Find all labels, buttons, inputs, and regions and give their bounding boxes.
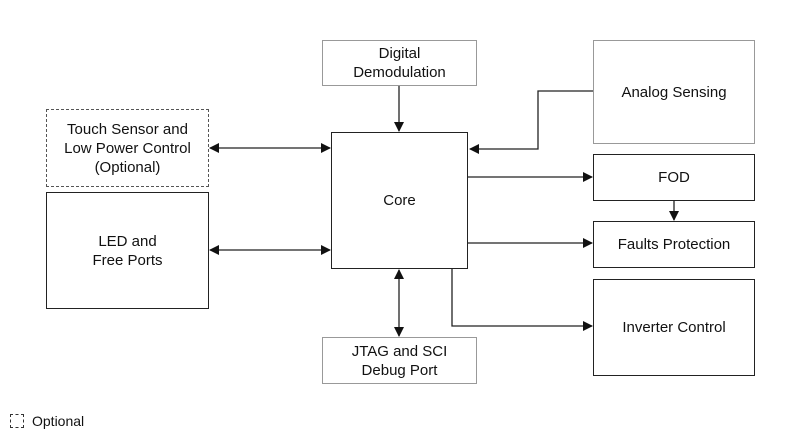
wire-analog-core [469,90,593,154]
jtag-debug-block: JTAG and SCI Debug Port [322,337,477,384]
legend: Optional [10,413,84,429]
fod-block: FOD [593,154,755,201]
legend-optional-label: Optional [32,413,85,429]
digital-demodulation-block: Digital Demodulation [322,40,477,86]
faults-protection-block: Faults Protection [593,221,755,268]
touch-sensor-block: Touch Sensor and Low Power Control (Opti… [46,109,209,187]
analog-sensing-block: Analog Sensing [593,40,755,144]
inverter-control-block: Inverter Control [593,279,755,376]
core-block: Core [331,132,468,269]
wire-core-inverter [451,268,593,331]
dashed-box-icon [10,414,24,428]
led-ports-block: LED and Free Ports [46,192,209,309]
